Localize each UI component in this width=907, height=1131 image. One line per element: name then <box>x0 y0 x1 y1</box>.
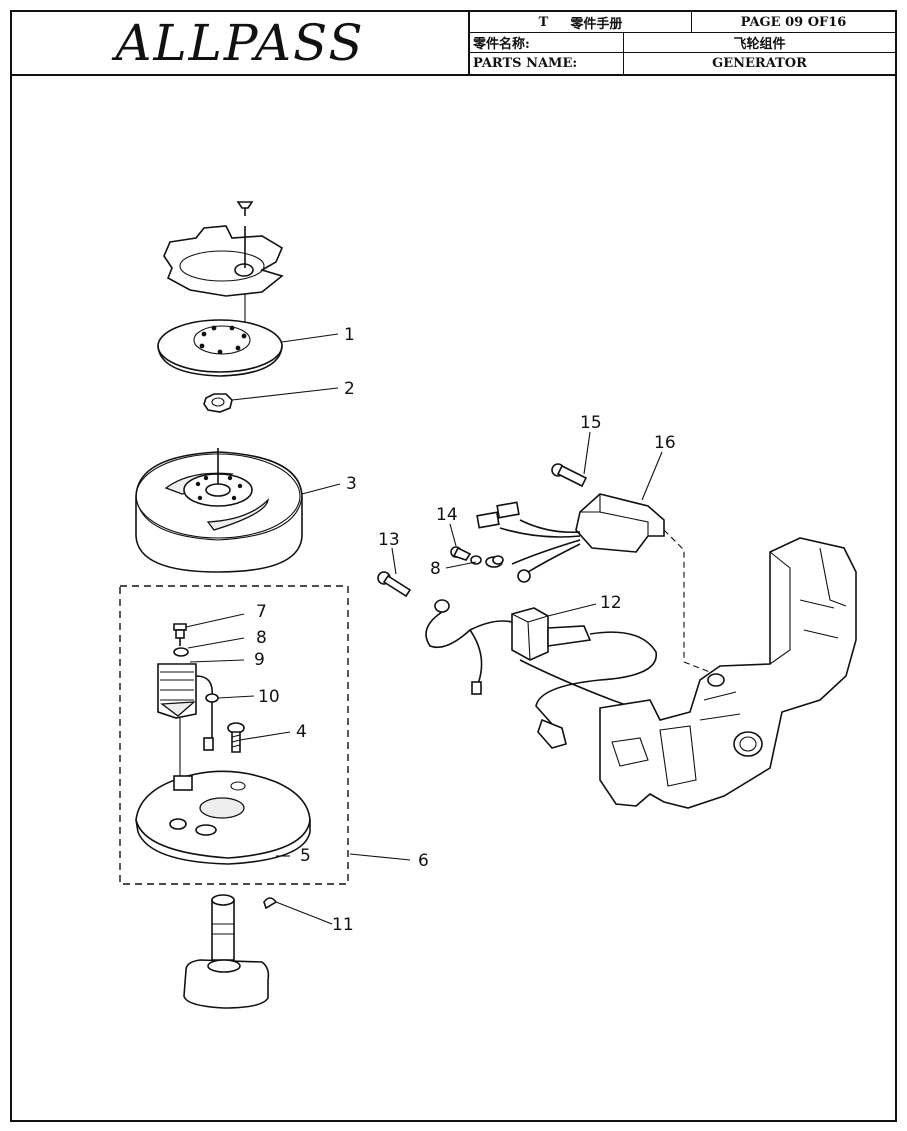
leader-lines <box>185 333 663 925</box>
manual-title: 零件手册 <box>570 16 623 32</box>
page-number: PAGE 09 OF16 <box>692 12 895 33</box>
callout-8: 8 <box>256 628 267 648</box>
callout-14: 14 <box>436 505 458 525</box>
callout-9: 9 <box>254 650 265 670</box>
top-screw-illustration <box>236 201 254 216</box>
base-plate-illustration <box>135 770 311 865</box>
charge-coil-illustration <box>157 623 219 780</box>
ignition-coil-illustration <box>425 599 657 749</box>
parts-name-cn-label: 零件名称: <box>470 33 624 53</box>
parts-name-en-value: GENERATOR <box>712 56 807 71</box>
callout-1: 1 <box>344 325 355 345</box>
info-table: T 零件手册 PAGE 09 OF16 零件名称: 飞轮组件 PARTS NAM… <box>468 12 895 74</box>
callout-numbers: 1 2 3 4 5 6 7 8 9 10 11 12 13 14 8 15 16 <box>254 325 676 935</box>
nut-illustration <box>203 393 233 413</box>
parts-name-en-label: PARTS NAME: <box>470 53 624 74</box>
callout-15: 15 <box>580 413 602 433</box>
callout-16: 16 <box>654 433 676 453</box>
assembly-6-boundary <box>119 585 349 885</box>
callout-4: 4 <box>296 722 307 742</box>
callout-11: 11 <box>332 915 354 935</box>
plate-illustration <box>157 319 283 377</box>
screw-4-illustration <box>227 722 245 753</box>
parts-sheet: ALLPASS T 零件手册 PAGE 09 OF16 零件名称: 飞轮组件 P… <box>10 10 897 1122</box>
starter-cup-illustration <box>163 225 284 332</box>
callout-10: 10 <box>258 687 280 707</box>
manual-title-cell: T 零件手册 <box>470 12 692 33</box>
callout-5: 5 <box>300 846 311 866</box>
brand-logo: ALLPASS <box>115 14 365 72</box>
parts-name-cn-value: 飞轮组件 <box>624 33 895 53</box>
cdi-unit-illustration <box>476 493 721 677</box>
crankshaft-illustration <box>183 894 278 1009</box>
screw-15-illustration <box>551 463 588 488</box>
callout-6: 6 <box>418 851 429 871</box>
small-screws-illustration <box>377 546 504 598</box>
callout-2: 2 <box>344 379 355 399</box>
engine-block-illustration <box>599 537 857 809</box>
callout-7: 7 <box>256 602 267 622</box>
callout-13: 13 <box>378 530 400 550</box>
model-code: T <box>538 14 549 30</box>
flywheel-illustration <box>135 448 303 573</box>
title-block: ALLPASS T 零件手册 PAGE 09 OF16 零件名称: 飞轮组件 P… <box>12 12 895 76</box>
callout-3: 3 <box>346 474 357 494</box>
callout-12: 12 <box>600 593 622 613</box>
callout-8b: 8 <box>430 559 441 579</box>
